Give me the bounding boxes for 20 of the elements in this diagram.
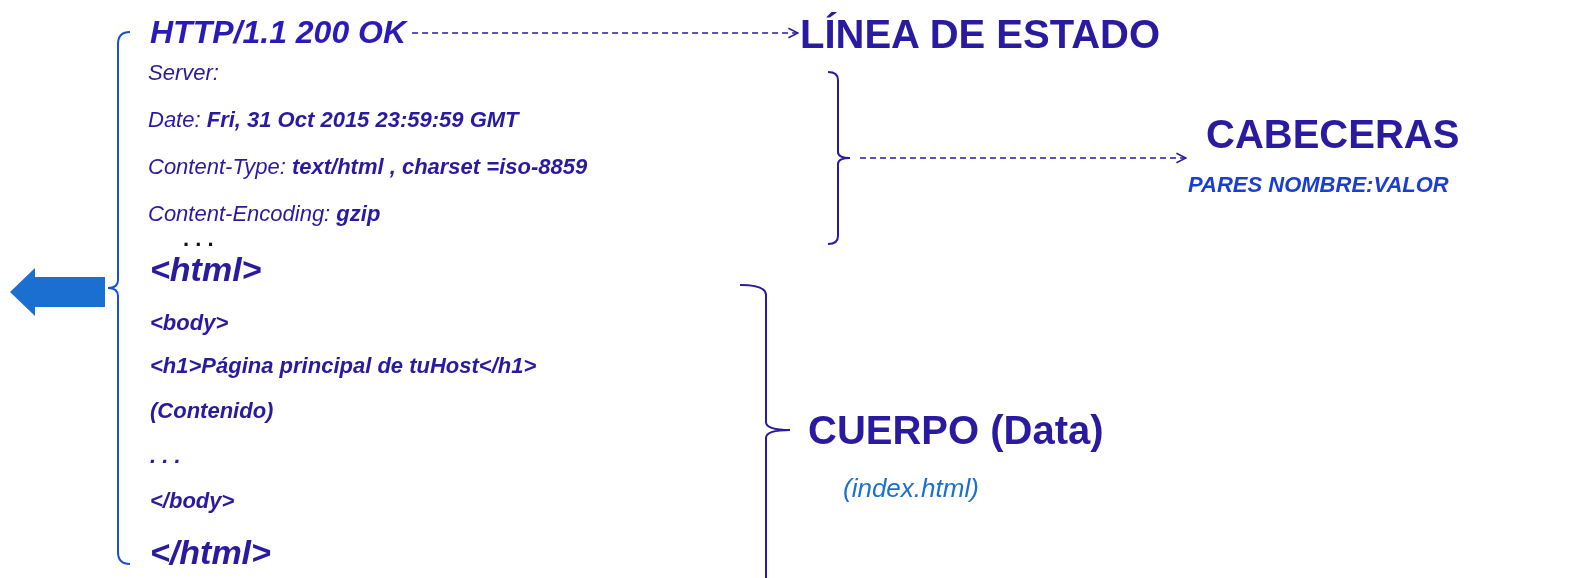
section-heading: LÍNEA DE ESTADO (800, 12, 1161, 57)
code-line: <html> (150, 250, 262, 289)
subheading: PARES NOMBRE:VALOR (1188, 172, 1449, 198)
section-heading: CABECERAS (1206, 112, 1460, 157)
header-line: Server: (148, 60, 219, 86)
ellipsis: . . . (150, 443, 181, 469)
code-line: <body> (150, 310, 229, 336)
header-line: Date: Fri, 31 Oct 2015 23:59:59 GMT (148, 107, 519, 133)
header-line: Content-Type: text/html , charset =iso-8859 (148, 154, 588, 180)
arrow (411, 27, 799, 39)
header-line: Content-Encoding: gzip (148, 201, 381, 227)
code-line: </body> (150, 488, 235, 514)
ellipsis: . . . (183, 226, 214, 252)
code-line: (Contenido) (150, 398, 274, 424)
code-line: <h1>Página principal de tuHost</h1> (150, 353, 537, 379)
subheading: (index.html) (843, 473, 979, 504)
arrow (859, 152, 1187, 164)
code-line: </html> (150, 533, 271, 572)
status-line-text: HTTP/1.1 200 OK (150, 14, 407, 51)
section-heading: CUERPO (Data) (808, 408, 1104, 453)
